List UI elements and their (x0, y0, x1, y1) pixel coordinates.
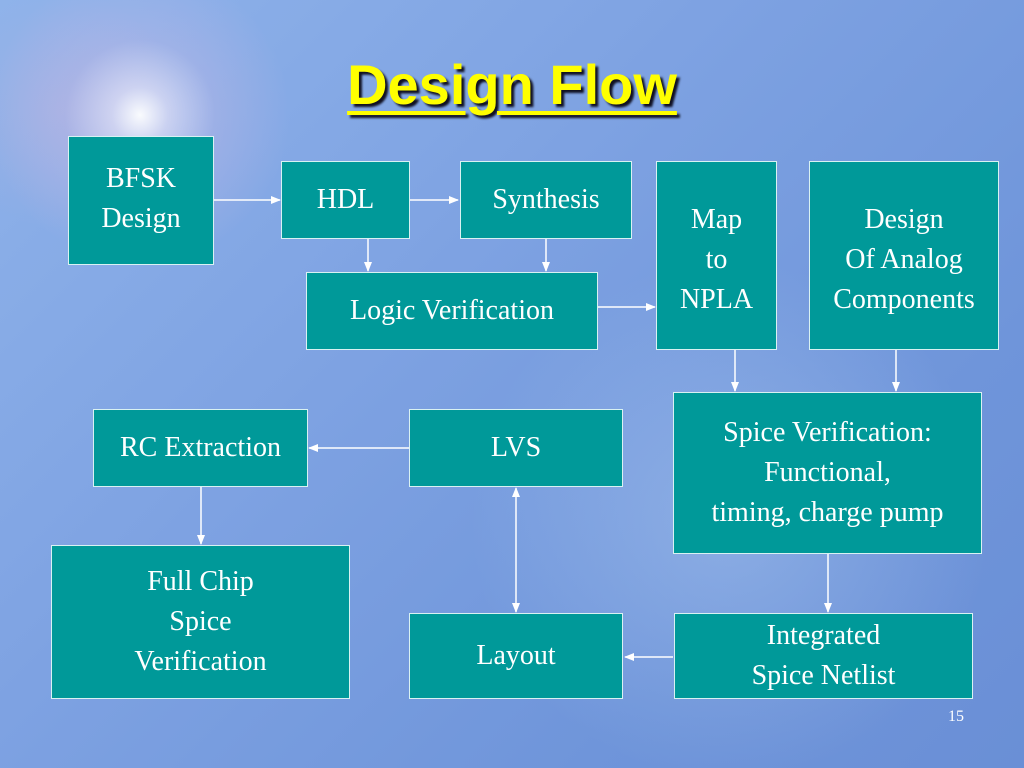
node-map-to-npla: Map to NPLA (656, 161, 777, 350)
node-hdl: HDL (281, 161, 410, 239)
node-design-analog: Design Of Analog Components (809, 161, 999, 350)
page-number: 15 (948, 708, 964, 725)
node-rc-extraction: RC Extraction (93, 409, 308, 487)
node-layout: Layout (409, 613, 623, 699)
node-full-chip: Full Chip Spice Verification (51, 545, 350, 699)
node-integrated-netlist: Integrated Spice Netlist (674, 613, 973, 699)
node-lvs: LVS (409, 409, 623, 487)
node-synthesis: Synthesis (460, 161, 632, 239)
node-bfsk-design: BFSK Design (68, 136, 214, 265)
node-logic-verification: Logic Verification (306, 272, 598, 350)
slide-title: Design Flow (347, 53, 677, 116)
node-spice-verification: Spice Verification: Functional, timing, … (673, 392, 982, 554)
